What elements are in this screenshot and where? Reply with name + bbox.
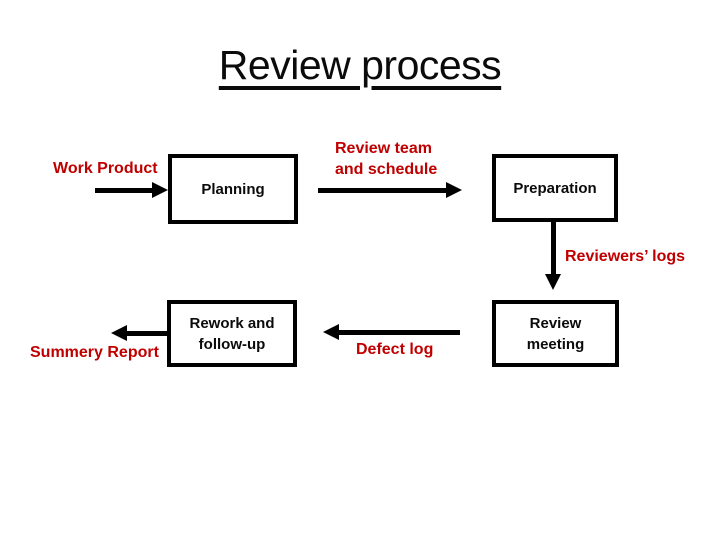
arrow-planning-to-preparation <box>318 182 462 198</box>
arrow-rework-to-summery-report <box>111 325 167 341</box>
arrow-shaft <box>95 187 154 193</box>
node-planning: Planning <box>168 154 298 224</box>
arrow-preparation-to-review-meeting <box>545 221 561 290</box>
label-summery-report: Summery Report <box>30 344 159 361</box>
arrowhead-left-icon <box>111 325 127 341</box>
arrow-review-meeting-to-rework <box>323 324 460 340</box>
arrowhead-right-icon <box>446 182 462 198</box>
label-work-product: Work Product <box>53 160 158 177</box>
node-preparation-label: Preparation <box>513 179 597 197</box>
node-planning-label: Planning <box>201 180 265 198</box>
label-reviewers-logs: Reviewers’ logs <box>565 248 686 265</box>
node-rework-follow-up: Rework and follow-up <box>167 300 297 367</box>
arrow-shaft <box>337 329 460 335</box>
arrowhead-right-icon <box>152 182 168 198</box>
node-preparation: Preparation <box>492 154 618 222</box>
arrowhead-left-icon <box>323 324 339 340</box>
arrow-shaft <box>318 187 448 193</box>
arrowhead-down-icon <box>545 274 561 290</box>
slide-title: Review process <box>218 42 502 88</box>
arrow-work-product-to-planning <box>95 182 168 198</box>
node-review-meeting: Review meeting <box>492 300 619 367</box>
arrow-shaft <box>550 221 556 277</box>
node-review-meeting-label: Review meeting <box>526 314 585 353</box>
label-review-team-and-schedule: Review team and schedule <box>335 140 438 178</box>
arrow-shaft <box>125 330 167 336</box>
node-rework-follow-up-label: Rework and follow-up <box>189 314 275 353</box>
label-defect-log: Defect log <box>356 341 434 358</box>
